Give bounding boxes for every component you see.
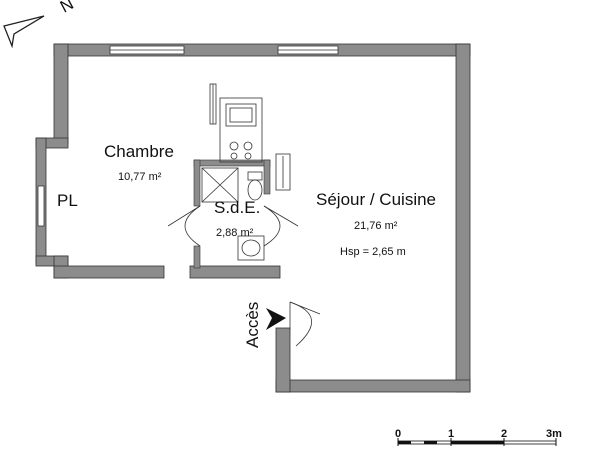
windows [37,45,339,227]
room-area-chambre: 10,77 m² [118,171,162,183]
room-area-sde: 2,88 m² [216,227,254,239]
kitchen-unit [209,83,263,163]
room-name-sejour: Séjour / Cuisine [316,190,436,209]
ceiling-height: Hsp = 2,65 m [340,246,406,258]
entrance-label: Accès [243,302,262,348]
room-name-pl: PL [57,191,78,210]
scale-tick-0: 0 [395,428,401,440]
scale-tick-3: 3m [546,428,562,440]
room-area-sejour: 21,76 m² [354,220,398,232]
room-name-chambre: Chambre [104,142,174,161]
north-arrow-icon [3,15,45,49]
bathroom-fixtures [201,153,291,261]
scale-bar [397,438,557,446]
scale-tick-2: 2 [501,428,507,440]
room-name-sde: S.d.E. [214,198,260,217]
north-label: N [57,0,77,17]
scale-tick-1: 1 [448,428,454,440]
entrance-arrow-icon [266,308,286,330]
interior-walls [193,159,271,269]
doors [167,205,321,347]
